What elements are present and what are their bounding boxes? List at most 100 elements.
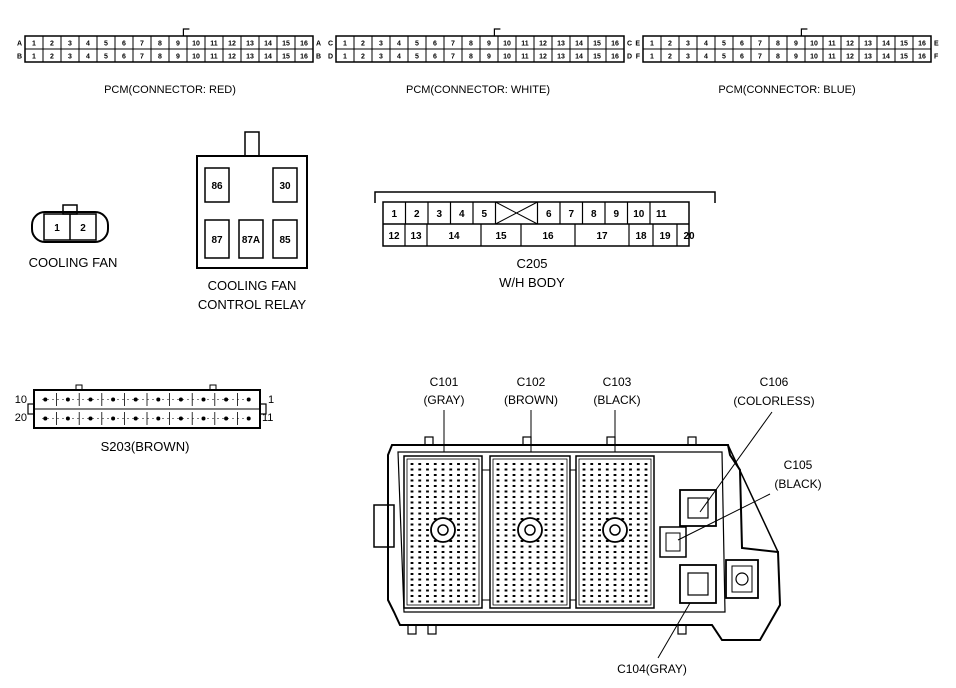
pcm-pin: 8 bbox=[776, 54, 780, 61]
pcm-pin: 12 bbox=[228, 41, 236, 48]
s203-cells bbox=[27, 384, 267, 425]
pcm-pin: 16 bbox=[918, 41, 926, 48]
pcm-pin: 14 bbox=[264, 41, 272, 48]
pcm-pin: 2 bbox=[50, 41, 54, 48]
pcm-row-letter-left: E bbox=[635, 41, 640, 48]
fan-pin-1: 1 bbox=[54, 223, 60, 234]
pcm-pin: 13 bbox=[864, 54, 872, 61]
s203-pin bbox=[88, 397, 93, 402]
pcm-pin: 11 bbox=[210, 41, 218, 48]
pcm-pin: 10 bbox=[192, 41, 200, 48]
relay-terminal-30: 30 bbox=[279, 181, 291, 192]
c205-pin: 14 bbox=[448, 231, 460, 242]
s203-pin bbox=[224, 416, 229, 421]
pcm-pin: 4 bbox=[704, 54, 708, 61]
pcm-pin: 13 bbox=[557, 41, 565, 48]
pcm-pin: 1 bbox=[650, 41, 654, 48]
pcm-pin: 14 bbox=[575, 41, 583, 48]
pcm-pin: 2 bbox=[668, 41, 672, 48]
pcm-pin: 7 bbox=[140, 54, 144, 61]
pcm-pin: 1 bbox=[32, 41, 36, 48]
c205-pin: 9 bbox=[613, 209, 619, 220]
pcm-pin: 16 bbox=[918, 54, 926, 61]
pcm-pin: 4 bbox=[397, 41, 401, 48]
pcm-pin: 3 bbox=[379, 54, 383, 61]
s203-connector: 10 20 1 11 S203(BROWN) bbox=[15, 384, 274, 454]
cooling-fan-connector: 1 2 COOLING FAN bbox=[29, 204, 118, 270]
pcm-row-letter-left: A bbox=[17, 41, 22, 48]
s203-pin bbox=[178, 397, 183, 402]
pcm-pin: 2 bbox=[361, 54, 365, 61]
pcm-pin: 15 bbox=[900, 54, 908, 61]
c205-pin: 1 bbox=[391, 209, 397, 220]
pcm-pin: 8 bbox=[469, 41, 473, 48]
c205-caption-line1: C205 bbox=[516, 256, 547, 271]
pcm-pin: 3 bbox=[379, 41, 383, 48]
pcm-pin: 12 bbox=[846, 41, 854, 48]
c205-pin: 13 bbox=[410, 231, 422, 242]
pcm-pin: 5 bbox=[104, 41, 108, 48]
c205-pin: 6 bbox=[546, 209, 552, 220]
pcm-pin: 7 bbox=[758, 41, 762, 48]
pcm-pin: 3 bbox=[686, 54, 690, 61]
pcm-pin: 9 bbox=[176, 54, 180, 61]
pcm-pin: 13 bbox=[864, 41, 872, 48]
pcm-pin: 16 bbox=[300, 41, 308, 48]
pcm-pin: 7 bbox=[758, 54, 762, 61]
junction-box: C101 (GRAY) C102 (BROWN) C103 (BLACK) C1… bbox=[373, 375, 822, 676]
c205-caption-line2: W/H BODY bbox=[499, 275, 565, 290]
c205-pin: 15 bbox=[495, 231, 507, 242]
c205-pin: 20 bbox=[683, 231, 695, 242]
pcm-pin: 4 bbox=[86, 41, 90, 48]
pcm-pin: 7 bbox=[140, 41, 144, 48]
pcm-pin: 14 bbox=[882, 54, 890, 61]
pcm-pin: 10 bbox=[192, 54, 200, 61]
s203-caption: S203(BROWN) bbox=[101, 439, 190, 454]
pcm-row-letter-left: C bbox=[328, 41, 333, 48]
c205-pin: 11 bbox=[656, 209, 667, 220]
callout-c105-line1: C105 bbox=[784, 458, 813, 472]
pcm-connector-caption: PCM(CONNECTOR: RED) bbox=[104, 84, 236, 96]
pcm-pin: 10 bbox=[503, 41, 511, 48]
pcm-pin: 8 bbox=[158, 41, 162, 48]
pcm-pin: 6 bbox=[740, 41, 744, 48]
pcm-pin: 10 bbox=[810, 54, 818, 61]
pcm-row-letter-right: F bbox=[934, 54, 939, 61]
pcm-pin: 2 bbox=[50, 54, 54, 61]
pcm-pin: 14 bbox=[264, 54, 272, 61]
s203-pin bbox=[43, 397, 48, 402]
pcm-pin: 15 bbox=[282, 41, 290, 48]
pcm-pin: 3 bbox=[68, 41, 72, 48]
c205-pin: 19 bbox=[659, 231, 671, 242]
pcm-pin: 1 bbox=[32, 54, 36, 61]
callout-c102-line1: C102 bbox=[517, 375, 546, 389]
pcm-pin: 5 bbox=[415, 54, 419, 61]
pcm-pin: 5 bbox=[722, 54, 726, 61]
pcm-pin: 11 bbox=[210, 54, 218, 61]
pcm-pin: 14 bbox=[575, 54, 583, 61]
cooling-fan-caption: COOLING FAN bbox=[29, 255, 118, 270]
pcm-pin: 4 bbox=[704, 41, 708, 48]
pcm-connector-caption: PCM(CONNECTOR: BLUE) bbox=[718, 84, 855, 96]
callout-c105-line2: (BLACK) bbox=[774, 477, 821, 491]
pcm-pin: 11 bbox=[828, 54, 836, 61]
pcm-pin: 15 bbox=[900, 41, 908, 48]
c205-pin: 18 bbox=[635, 231, 647, 242]
pcm-pin: 3 bbox=[686, 41, 690, 48]
pcm-pin: 11 bbox=[828, 41, 836, 48]
s203-label-20: 20 bbox=[15, 412, 27, 424]
pcm-pin: 15 bbox=[282, 54, 290, 61]
pcm-pin: 5 bbox=[415, 41, 419, 48]
pcm-row-letter-left: B bbox=[17, 54, 22, 61]
s203-pin bbox=[178, 416, 183, 421]
callout-c103-line2: (BLACK) bbox=[593, 393, 640, 407]
pcm-pin: 9 bbox=[176, 41, 180, 48]
pcm-pin: 2 bbox=[361, 41, 365, 48]
callout-c101-line1: C101 bbox=[430, 375, 459, 389]
c205-pin: 17 bbox=[596, 231, 608, 242]
relay-terminal-86: 86 bbox=[211, 181, 223, 192]
pcm-pin: 11 bbox=[521, 41, 529, 48]
c205-pin: 16 bbox=[542, 231, 554, 242]
